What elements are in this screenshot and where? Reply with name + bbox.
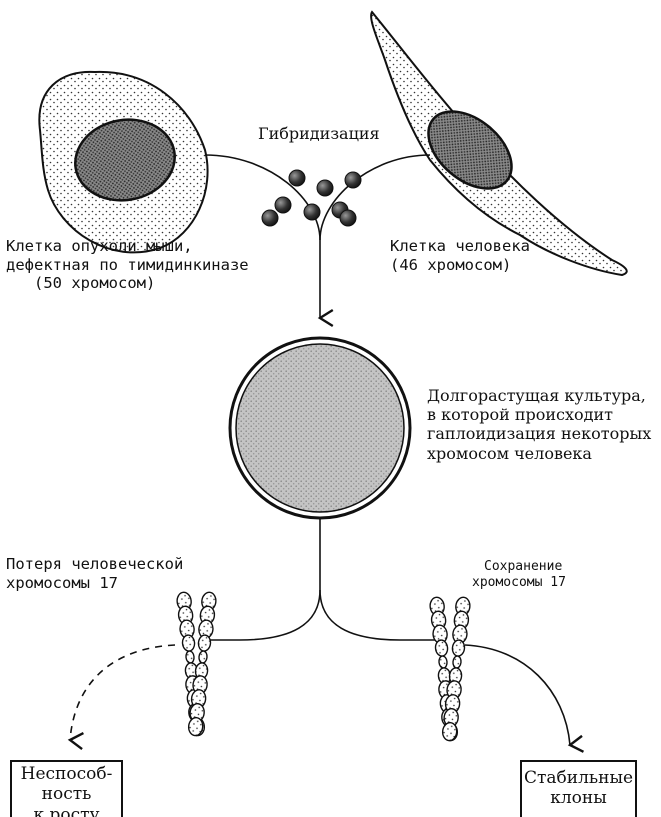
- loss-caption-line1: Потеря человеческой: [6, 555, 183, 574]
- loss-caption-line2: хромосомы 17: [6, 574, 183, 593]
- chromosome-17-left: [176, 592, 217, 737]
- culture-caption-line1: Долгорастущая культура,: [427, 386, 651, 405]
- outcome-no-growth-line3: к росту: [12, 805, 121, 817]
- human-cell-caption: Клетка человека (46 хромосом): [390, 237, 530, 274]
- chromosome-17-right: [429, 597, 471, 742]
- outcome-stable-clones-line2: клоны: [522, 788, 635, 808]
- mouse-cell-caption: Клетка опухоли мыши, дефектная по тимиди…: [6, 237, 249, 293]
- retention-caption-line2: хромосомы 17: [472, 575, 566, 591]
- culture-caption-line4: хромосом человека: [427, 444, 651, 463]
- culture-caption-line3: гаплоидизация некоторых: [427, 424, 651, 443]
- human-cell-caption-line1: Клетка человека: [390, 237, 530, 256]
- mouse-cell-caption-line3: (50 хромосом): [6, 274, 249, 293]
- human-cell: [371, 12, 627, 275]
- branch-curves: [205, 518, 435, 640]
- fusion-particles: [262, 170, 361, 226]
- loss-arrow: [70, 645, 175, 740]
- human-cell-caption-line2: (46 хромосом): [390, 256, 530, 275]
- hybridization-label: Гибридизация: [258, 124, 380, 143]
- retention-caption-line1: Сохранение: [472, 559, 566, 575]
- culture-caption: Долгорастущая культура, в которой происх…: [427, 386, 651, 463]
- mouse-cell-caption-line2: дефектная по тимидинкиназе: [6, 256, 249, 275]
- outcome-no-growth-line2: ность: [12, 784, 121, 804]
- outcome-no-growth-box: Неспособ- ность к росту: [10, 760, 123, 817]
- outcome-stable-clones-box: Стабильные клоны: [520, 760, 637, 817]
- culture-caption-line2: в которой происходит: [427, 405, 651, 424]
- outcome-no-growth-line1: Неспособ-: [12, 764, 121, 784]
- retention-arrow: [465, 645, 570, 745]
- mouse-tumor-cell: [39, 72, 207, 253]
- outcome-stable-clones-line1: Стабильные: [522, 768, 635, 788]
- hybrid-culture-cell: [230, 338, 410, 518]
- loss-caption: Потеря человеческой хромосомы 17: [6, 555, 183, 592]
- retention-caption: Сохранение хромосомы 17: [472, 559, 566, 590]
- mouse-cell-caption-line1: Клетка опухоли мыши,: [6, 237, 249, 256]
